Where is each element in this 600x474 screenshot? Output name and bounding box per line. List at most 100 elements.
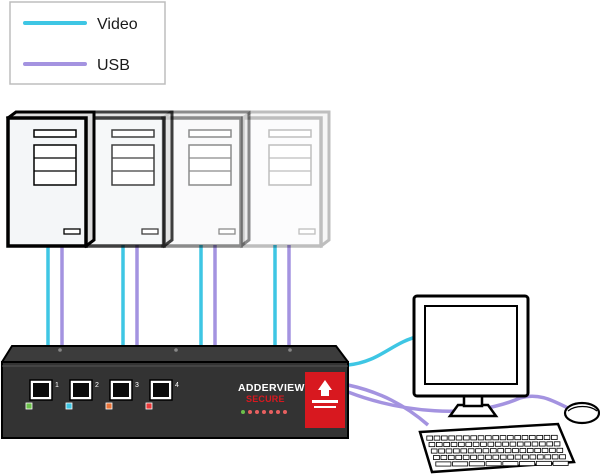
keyboard-key xyxy=(551,454,559,460)
kvm-port-2: 2 xyxy=(65,379,99,410)
usb-cable-mouse xyxy=(347,390,573,413)
port-number-label: 1 xyxy=(55,382,59,389)
keyboard-key xyxy=(440,454,448,460)
keyboard-key xyxy=(433,455,440,461)
keyboard-key xyxy=(455,435,463,441)
tower-side xyxy=(241,110,331,249)
keyboard-key xyxy=(482,448,490,454)
legend-box xyxy=(9,1,166,85)
keyboard-key xyxy=(522,454,529,460)
port-number-label: 2 xyxy=(95,382,99,389)
keyboard-key xyxy=(507,454,514,460)
keyboard-icon xyxy=(418,422,576,474)
kvm-model-label: SECURE xyxy=(246,394,285,404)
adder-logo-icon xyxy=(305,372,345,428)
video-cable-monitor xyxy=(347,334,421,367)
kvm-screw-1 xyxy=(58,348,62,352)
keyboard-key xyxy=(426,435,433,441)
drive-slot-top xyxy=(268,129,312,138)
keyboard-key xyxy=(541,447,549,453)
keyboard-key xyxy=(553,441,561,447)
computer-1 xyxy=(6,110,96,249)
kvm-brand-label: ADDERVIEW xyxy=(238,382,305,394)
keyboard-key xyxy=(487,441,495,447)
port-button-face xyxy=(33,383,49,397)
keyboard-key xyxy=(559,454,566,460)
drive-slot-top xyxy=(33,129,77,138)
keyboard-key xyxy=(430,448,438,454)
keyboard-key xyxy=(516,441,524,447)
keyboard-key xyxy=(492,454,500,460)
keyboard-key xyxy=(536,454,544,460)
keyboard-key xyxy=(504,448,512,454)
kvm-port-1: 1 xyxy=(25,379,59,410)
keyboard-key xyxy=(524,441,531,447)
keyboard-key xyxy=(436,442,443,448)
keyboard-key xyxy=(485,461,502,467)
keyboard-key xyxy=(499,435,507,441)
keyboard-key xyxy=(462,454,470,460)
keyboard-key xyxy=(485,435,492,441)
keyboard-key xyxy=(445,448,453,454)
keyboard-key xyxy=(441,435,448,441)
keyboard-key xyxy=(452,461,469,467)
keyboard-key xyxy=(497,448,504,454)
keyboard-key xyxy=(475,448,482,454)
usb-cable-keyboard xyxy=(347,383,430,427)
kvm-status-leds xyxy=(241,410,287,414)
kvm-port-4: 4 xyxy=(145,379,179,410)
keyboard-key xyxy=(468,461,485,467)
keyboard-key xyxy=(539,441,546,447)
keyboard-key xyxy=(551,434,558,440)
keyboard-key xyxy=(544,454,552,460)
workstation-cables xyxy=(347,334,573,427)
kvm-front-panel xyxy=(1,361,349,439)
keyboard-key xyxy=(477,435,485,441)
keyboard-key xyxy=(443,441,450,447)
keyboard-key xyxy=(438,448,445,454)
legend-label-video: Video xyxy=(97,16,138,33)
keyboard-key xyxy=(472,441,480,447)
port-number-label: 3 xyxy=(135,382,139,389)
keyboard-key xyxy=(467,448,475,454)
computers xyxy=(6,110,331,249)
keyboard-key xyxy=(470,435,477,441)
keyboard-key xyxy=(480,441,487,447)
port-led xyxy=(25,402,33,410)
keyboard-key xyxy=(534,447,541,453)
keyboard-key xyxy=(470,454,477,460)
port-led xyxy=(145,402,153,410)
keyboard-key xyxy=(536,434,543,440)
keyboard-key xyxy=(448,435,455,441)
mouse-button-line xyxy=(567,405,598,412)
monitor-screen xyxy=(424,305,518,385)
drive-slot-top xyxy=(111,129,155,138)
keyboard-key xyxy=(494,441,502,447)
logo-bar-2 xyxy=(314,406,336,408)
keyboard-key xyxy=(458,441,465,447)
kvm-screw-2 xyxy=(174,348,178,352)
drive-bays xyxy=(33,144,77,186)
keyboard-key xyxy=(526,448,534,454)
keyboard-key xyxy=(519,461,536,467)
keyboard-key xyxy=(546,441,553,447)
drive-bays xyxy=(268,144,312,186)
drive-bays xyxy=(188,144,232,186)
keyboard-key xyxy=(485,454,492,460)
port-button-face xyxy=(153,383,169,397)
power-button-icon xyxy=(141,228,159,235)
drive-bays xyxy=(111,144,155,186)
keyboard-key xyxy=(531,441,539,447)
keyboard-key xyxy=(521,435,529,441)
logo-emblem xyxy=(318,380,332,396)
port-led xyxy=(105,402,113,410)
keyboard-keys xyxy=(426,434,569,467)
keyboard-key xyxy=(428,442,436,448)
keyboard-key xyxy=(514,454,522,460)
keyboard-key xyxy=(509,441,517,447)
keyboard-key xyxy=(433,435,441,441)
keyboard-key xyxy=(492,435,499,441)
keyboard-key xyxy=(549,447,556,453)
